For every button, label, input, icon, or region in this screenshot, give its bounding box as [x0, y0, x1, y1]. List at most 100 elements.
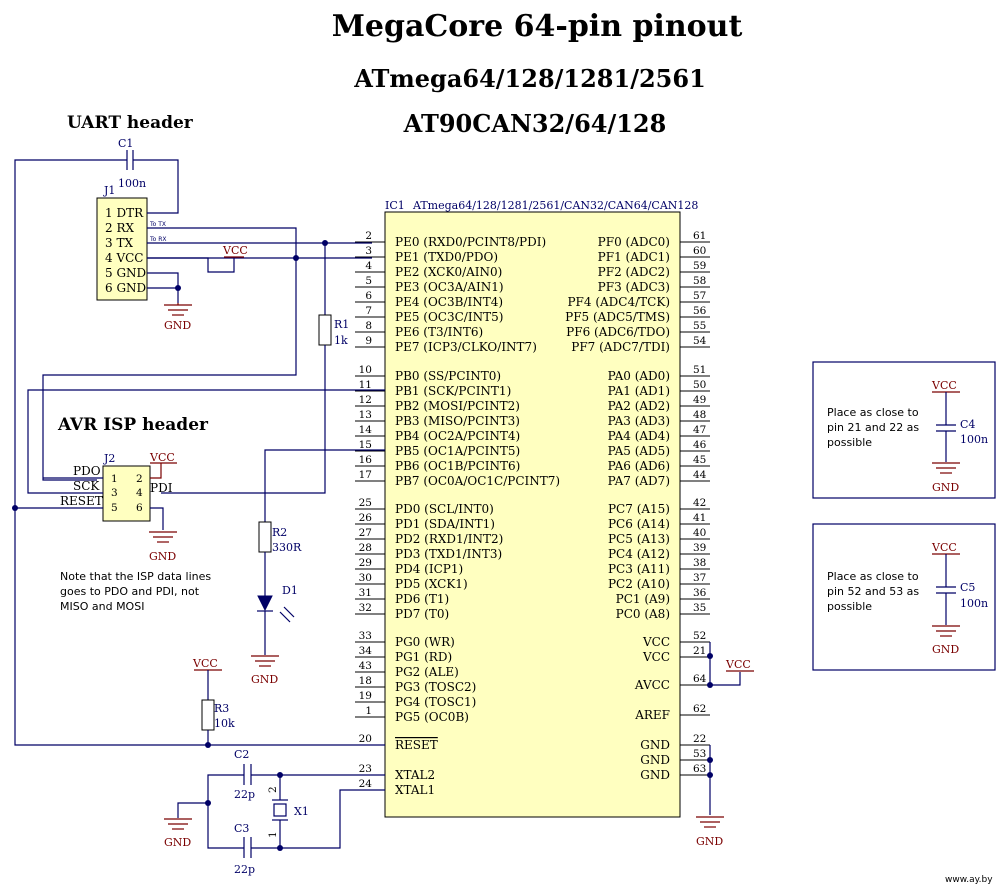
ic1-pin-name: PC0 (A8): [616, 607, 670, 621]
ic1-pin-name: PF0 (ADC0): [598, 235, 670, 249]
c1-value: 100n: [118, 177, 146, 190]
ic1-pin-number: 59: [693, 260, 706, 272]
j1-pin-rx: 2 RX: [105, 221, 134, 235]
ic1-pin-number: 49: [693, 394, 706, 406]
gnd-symbol-ic: GND: [696, 816, 724, 848]
ic1-pin-number: 13: [359, 409, 372, 421]
ic1-pin-number: 35: [693, 602, 706, 614]
watermark: www.ay.by: [945, 875, 993, 885]
isp-note-line-1: Note that the ISP data lines: [60, 570, 211, 583]
j2-pin-5: 5: [111, 502, 118, 514]
c5-vcc-label: VCC: [931, 541, 957, 554]
x1-pin-1: 1: [267, 831, 279, 838]
gnd-symbol-uart: GND: [164, 303, 192, 332]
ic1-part: ATmega64/128/1281/2561/CAN32/CAN64/CAN12…: [412, 199, 698, 212]
c3-ref: C3: [234, 822, 249, 835]
isp-label-sck: SCK: [73, 479, 100, 493]
c5-gnd-label: GND: [932, 643, 959, 656]
ic1-pin-name: PG3 (TOSC2): [395, 680, 476, 694]
ic1-pin-number: 29: [359, 557, 372, 569]
isp-label-pdi: PDI: [150, 481, 173, 495]
decoupling-box-c5: Place as close to pin 52 and 53 as possi…: [812, 523, 996, 671]
c2-ref: C2: [234, 748, 249, 761]
ic1-pin-name: PF5 (ADC5/TMS): [565, 310, 670, 324]
uart-header: UART header J1 1 DTR 2 RX 3 TX 4 VCC 5 G…: [67, 113, 194, 301]
ic1-pin-number: 24: [359, 778, 373, 790]
ic1-pin-name: GND: [640, 753, 670, 767]
ic1-pin-number: 19: [359, 690, 372, 702]
ic1-pin-name: PD5 (XCK1): [395, 577, 468, 591]
c4-note-line-1: Place as close to: [827, 406, 919, 419]
ic1-pin-number: 20: [359, 733, 372, 745]
ic1-pin-name: PE3 (OC3A/AIN1): [395, 280, 504, 294]
to-rx-label: To RX: [149, 236, 167, 243]
j2-pin-6: 6: [136, 502, 143, 514]
resistor-r2: R2 330R: [258, 521, 302, 554]
ic1-pin-name: PE5 (OC3C/INT5): [395, 310, 503, 324]
ic1-pin-name: PE7 (ICP3/CLKO/INT7): [395, 340, 537, 354]
r1-value: 1k: [334, 334, 348, 347]
ic1-pin-right: 44 PA7 (AD7): [608, 469, 710, 488]
ic1-pin-number: 45: [693, 454, 706, 466]
ic1-pin-number: 26: [359, 512, 373, 524]
ic1-pin-right: 64 AVCC: [634, 673, 710, 692]
c4-ref: C4: [960, 418, 975, 431]
c4-value: 100n: [960, 433, 988, 446]
gnd-symbol-crystal: GND: [164, 818, 192, 849]
c3-value: 22p: [234, 863, 255, 876]
ic1-pin-name: PA7 (AD7): [608, 474, 670, 488]
ic1-pin-name: PA2 (AD2): [608, 399, 670, 413]
ic1-pin-number: 41: [693, 512, 706, 524]
r3-ref: R3: [214, 702, 229, 715]
page-subtitle-2: AT90CAN32/64/128: [403, 109, 667, 138]
ic1-pin-name: PB6 (OC1B/PCINT6): [395, 459, 520, 473]
ic1-pin-number: 44: [693, 469, 707, 481]
ic1-pin-number: 54: [693, 335, 707, 347]
ic1-pin-number: 25: [359, 497, 372, 509]
crystal-x1: X1 2 1: [267, 775, 309, 848]
ic1-pin-name: PD1 (SDA/INT1): [395, 517, 495, 531]
ic1-pin-name: PA0 (AD0): [608, 369, 670, 383]
ic1-pin-number: 32: [359, 602, 372, 614]
ic1-pin-name: PC2 (A10): [608, 577, 670, 591]
ic1-pin-name: PC4 (A12): [608, 547, 670, 561]
ic1-pin-number: 12: [359, 394, 372, 406]
ic1-pin-number: 64: [693, 673, 707, 685]
ic1-pin-number: 62: [693, 703, 706, 715]
c4-gnd-label: GND: [932, 481, 959, 494]
resistor-r3: VCC R3 10k: [192, 657, 235, 748]
j2-pin-3: 3: [111, 487, 118, 499]
ic1-pin-name: PB7 (OC0A/OC1C/PCINT7): [395, 474, 560, 488]
ic1-pin-number: 27: [359, 527, 372, 539]
isp-header-title: AVR ISP header: [57, 415, 209, 435]
r1-ref: R1: [334, 318, 349, 331]
ic1-pin-number: 1: [365, 705, 372, 717]
ic1-pin-number: 50: [693, 379, 706, 391]
ic1-pin-number: 43: [359, 660, 372, 672]
r2-ref: R2: [272, 526, 287, 539]
ic1-pin-name: GND: [640, 738, 670, 752]
ic1-pin-name: AVCC: [634, 678, 670, 692]
j2-pin-1: 1: [111, 473, 118, 485]
